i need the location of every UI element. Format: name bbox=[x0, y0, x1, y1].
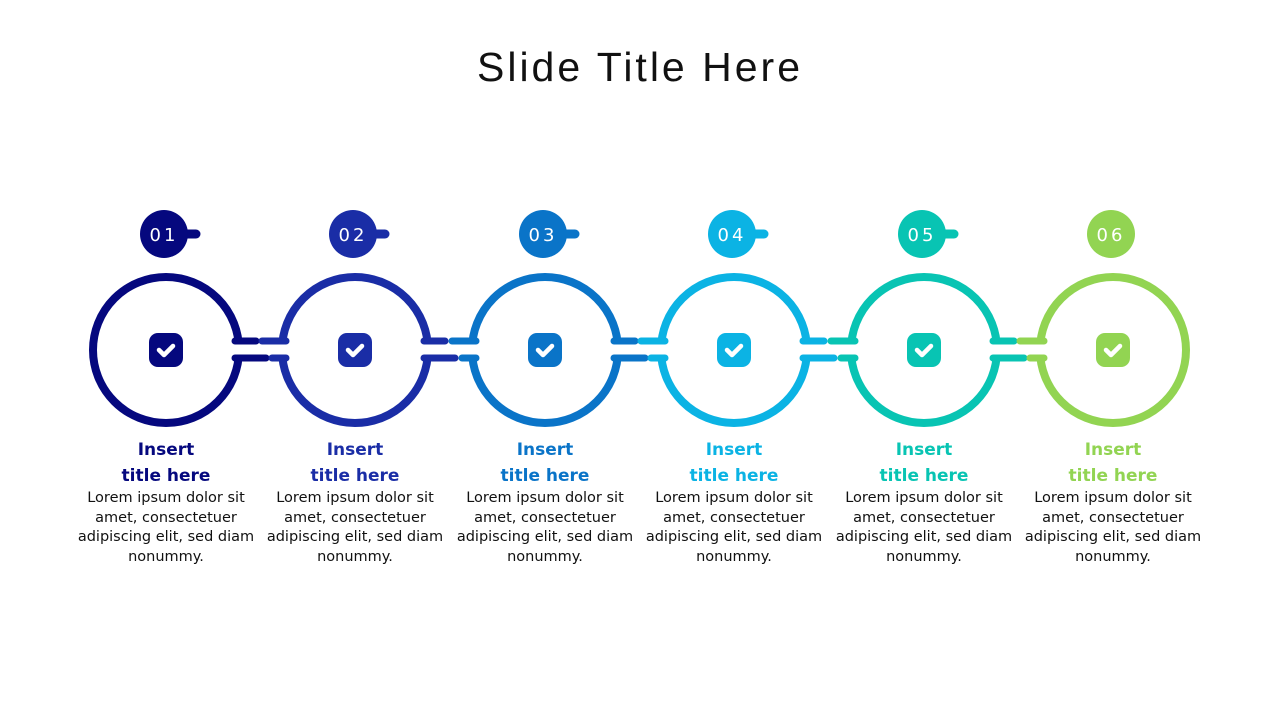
step-number: 04 bbox=[718, 225, 747, 246]
step-title-line2: title here bbox=[310, 466, 400, 486]
checkbox-icon bbox=[338, 333, 372, 367]
step-description: Lorem ipsum dolor sit amet, consectetuer… bbox=[77, 490, 255, 565]
ring-gap bbox=[799, 344, 815, 355]
ring-gap bbox=[420, 344, 436, 355]
step-number: 06 bbox=[1097, 225, 1126, 246]
step-title-line2: title here bbox=[500, 466, 590, 486]
check-mark bbox=[535, 343, 555, 358]
check-mark bbox=[914, 343, 934, 358]
step-title-line1: Insert bbox=[895, 440, 953, 460]
checkbox-icon bbox=[907, 333, 941, 367]
ring-gap bbox=[989, 344, 1005, 355]
checkbox-icon bbox=[1096, 333, 1130, 367]
ring-gap bbox=[843, 344, 859, 355]
check-mark bbox=[1103, 343, 1123, 358]
checkbox-icon bbox=[149, 333, 183, 367]
step-title-line2: title here bbox=[1068, 466, 1158, 486]
step-description: Lorem ipsum dolor sit amet, consectetuer… bbox=[835, 490, 1013, 565]
step-title-line1: Insert bbox=[1084, 440, 1142, 460]
step-description: Lorem ipsum dolor sit amet, consectetuer… bbox=[1024, 490, 1202, 565]
step-title: Insert title here bbox=[644, 437, 824, 489]
step-title-line1: Insert bbox=[705, 440, 763, 460]
step-number: 02 bbox=[339, 225, 368, 246]
ring-gap bbox=[1032, 344, 1048, 355]
step-description: Lorem ipsum dolor sit amet, consectetuer… bbox=[645, 490, 823, 565]
number-badge bbox=[519, 210, 567, 258]
number-badge bbox=[1087, 210, 1135, 258]
step-4-graphic: 04 bbox=[637, 210, 838, 427]
ring-gap bbox=[231, 344, 247, 355]
step-title-line2: title here bbox=[879, 466, 969, 486]
step-2-graphic: 02 bbox=[258, 210, 459, 427]
step-title: Insert title here bbox=[455, 437, 635, 489]
ring-gap bbox=[274, 344, 290, 355]
ring-gap bbox=[653, 344, 669, 355]
check-mark bbox=[345, 343, 365, 358]
number-badge bbox=[140, 210, 188, 258]
ring-gap bbox=[464, 344, 480, 355]
step-description: Lorem ipsum dolor sit amet, consectetuer… bbox=[456, 490, 634, 565]
step-title-line2: title here bbox=[689, 466, 779, 486]
step-title-line1: Insert bbox=[326, 440, 384, 460]
step-number: 03 bbox=[529, 225, 558, 246]
step-title-line2: title here bbox=[121, 466, 211, 486]
number-badge bbox=[898, 210, 946, 258]
ring-gap bbox=[610, 344, 626, 355]
slide-title: Slide Title Here bbox=[476, 44, 803, 90]
step-6-graphic: 06 bbox=[1016, 210, 1190, 427]
step-title: Insert title here bbox=[265, 437, 445, 489]
step-number: 01 bbox=[150, 225, 179, 246]
check-mark bbox=[156, 343, 176, 358]
step-number: 05 bbox=[908, 225, 937, 246]
number-badge bbox=[329, 210, 377, 258]
checkbox-icon bbox=[528, 333, 562, 367]
step-description: Lorem ipsum dolor sit amet, consectetuer… bbox=[266, 490, 444, 565]
check-mark bbox=[724, 343, 744, 358]
step-1-graphic: 01 bbox=[89, 210, 270, 427]
step-title-line1: Insert bbox=[137, 440, 195, 460]
number-badge bbox=[708, 210, 756, 258]
step-title: Insert title here bbox=[1023, 437, 1203, 489]
step-title-line1: Insert bbox=[516, 440, 574, 460]
step-5-graphic: 05 bbox=[827, 210, 1028, 427]
checkbox-icon bbox=[717, 333, 751, 367]
step-title: Insert title here bbox=[834, 437, 1014, 489]
step-title: Insert title here bbox=[76, 437, 256, 489]
step-3-graphic: 03 bbox=[448, 210, 649, 427]
